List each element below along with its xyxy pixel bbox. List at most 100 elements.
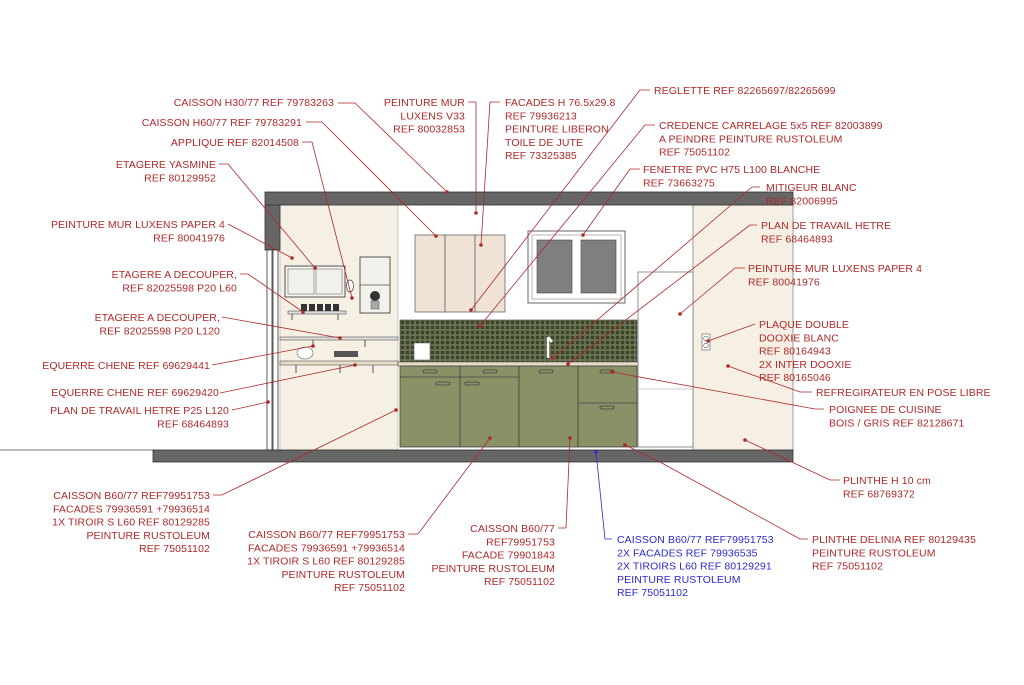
leader-line	[221, 316, 341, 339]
annotation-line: REF 80129952	[144, 172, 216, 184]
leader-line	[338, 102, 448, 193]
window	[527, 230, 626, 304]
annotation-line: REF 82025598 P20 L60	[122, 282, 237, 294]
annotation-line: PLAN DE TRAVAIL HETRE P25 L120	[50, 405, 229, 417]
annotation-etagere-l120: ETAGERE A DECOUPER,REF 82025598 P20 L120	[95, 312, 220, 337]
annotation-line: 1X TIROIR S L60 REF 80129285	[247, 556, 405, 568]
left-wall-beige	[279, 204, 399, 451]
annotation-line: CAISSON B60/77 REF79951753	[248, 529, 405, 541]
leader-dot	[594, 450, 598, 454]
leader-dot	[478, 324, 482, 328]
annotation-line: TOILE DE JUTE	[505, 137, 583, 149]
annotation-line: PEINTURE MUR LUXENS PAPER 4	[51, 219, 225, 231]
leader-line	[302, 141, 353, 299]
annotation-equerre-1: EQUERRE CHENE REF 69629441	[42, 360, 210, 372]
leader-dot	[678, 312, 682, 316]
leader-dot	[434, 234, 438, 238]
annotation-line: ETAGERE YASMINE	[116, 159, 216, 171]
annotation-line: BOIS / GRIS REF 82128671	[829, 417, 965, 429]
annotation-line: MITIGEUR BLANC	[766, 182, 857, 194]
annotation-line: PEINTURE MUR LUXENS PAPER 4	[748, 263, 922, 275]
box	[334, 351, 358, 357]
leader-line	[470, 89, 650, 311]
leader-line	[227, 223, 293, 259]
annotation-line: A PEINDRE PEINTURE RUSTOLEUM	[659, 133, 842, 145]
annotation-line: CREDENCE CARRELAGE 5x5 REF 82003899	[659, 120, 883, 132]
annotation-line: PLAN DE TRAVAIL HETRE	[761, 220, 891, 232]
leader-line	[219, 364, 356, 394]
leader-line	[231, 401, 269, 411]
annotation-line: ETAGERE A DECOUPER,	[95, 312, 220, 324]
annotation-line: REF 80041976	[748, 276, 820, 288]
annotation-line: PLAQUE DOUBLE	[759, 319, 849, 331]
annotation-line: REF 82025598 P20 L120	[99, 325, 220, 337]
leader-line	[240, 273, 304, 313]
left-wall-column	[264, 204, 281, 251]
leader-line	[408, 437, 491, 535]
annotation-line: 1X TIROIR S L60 REF 80129285	[52, 517, 210, 529]
right-wall-panel	[692, 204, 794, 451]
leader-line	[552, 186, 760, 359]
lower-cabinets	[399, 365, 638, 448]
leader-line	[213, 409, 397, 496]
annotation-line: FACADES H 76.5x29.8	[505, 97, 616, 109]
annotation-equerre-2: EQUERRE CHENE REF 69629420	[51, 387, 219, 399]
utensil-pot	[413, 342, 431, 361]
leader-dot	[353, 363, 357, 367]
annotation-line: FACADES 79936591 +79936514	[248, 542, 405, 554]
etagere-yasmine-shelf	[284, 265, 346, 298]
annotation-line: 2X INTER DOOXIE	[759, 359, 852, 371]
annotation-line: FACADES 79936591 +79936514	[53, 503, 210, 515]
annotation-line: DOOXIE BLANC	[759, 332, 839, 344]
leader-dot	[726, 364, 730, 368]
leader-dot	[474, 211, 478, 215]
annotation-line: LUXENS V33	[400, 110, 465, 122]
leader-line	[611, 371, 824, 410]
leader-line	[306, 121, 437, 237]
annotation-line: REF 80164943	[759, 346, 831, 358]
leader-dot	[488, 436, 492, 440]
annotation-line: REF 75051102	[484, 576, 555, 588]
annotation-refrigerateur: REFREGIRATEUR EN POSE LIBRE	[816, 387, 991, 399]
annotation-caisson-h60: CAISSON H60/77 REF 79783291	[142, 117, 302, 129]
leader-dot	[301, 310, 305, 314]
annotation-line: FENETRE PVC H75 L100 BLANCHE	[643, 164, 820, 176]
annotation-line: PLINTHE H 10 cm	[843, 475, 931, 487]
leader-line	[727, 365, 812, 393]
leader-dot	[394, 408, 398, 412]
annotation-line: REF 75051102	[617, 587, 688, 599]
dooxie-plate	[701, 333, 711, 351]
floor-slab	[152, 449, 794, 463]
leader-dot	[290, 256, 294, 260]
leader-line	[219, 163, 316, 269]
leader-dot	[311, 344, 315, 348]
annotation-line: PEINTURE RUSTOLEUM	[281, 569, 405, 581]
leader-dot	[266, 400, 270, 404]
annotation-line: CAISSON B60/77	[470, 523, 555, 535]
leader-dot	[479, 243, 483, 247]
leader-line	[558, 437, 571, 529]
annotation-applique: APPLIQUE REF 82014508	[171, 137, 299, 149]
annotation-line: REF 80032853	[393, 124, 465, 136]
annotation-line: REF 80041976	[153, 232, 225, 244]
leader-line	[582, 168, 640, 236]
annotation-line: REF 80165046	[759, 372, 831, 384]
leader-dot	[338, 336, 342, 340]
leader-dot	[743, 438, 747, 442]
leader-dot	[610, 370, 614, 374]
leader-line	[744, 439, 840, 481]
leader-dot	[469, 308, 473, 312]
leader-dot	[623, 443, 627, 447]
annotation-line: PLINTHE DELINIA REF 80129435	[812, 534, 976, 546]
mixer-tap	[546, 336, 553, 358]
annotation-line: PEINTURE RUSTOLEUM	[812, 547, 936, 559]
